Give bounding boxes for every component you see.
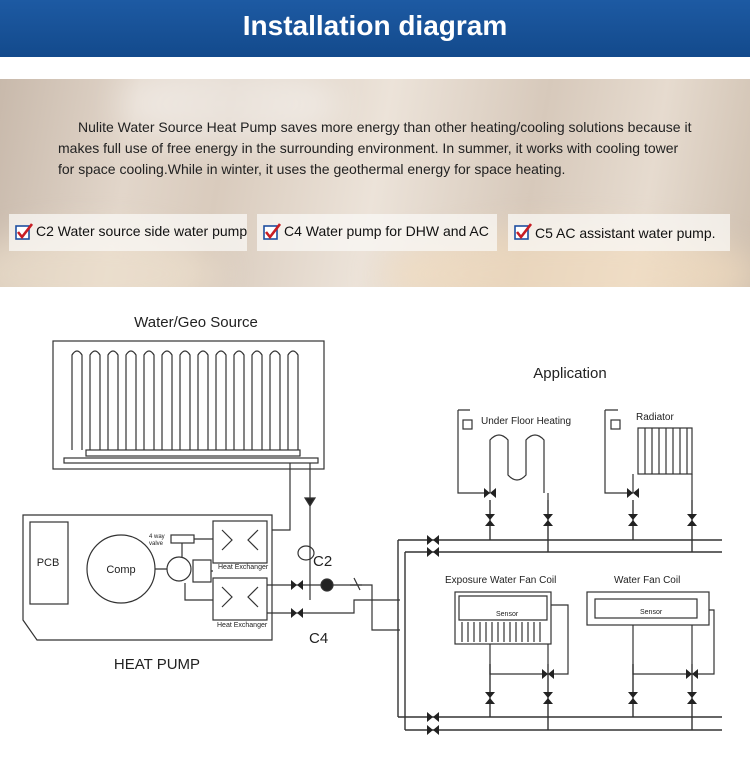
page-title: Installation diagram <box>242 10 508 41</box>
sensor-label: Sensor <box>640 609 663 616</box>
compressor-label: Comp <box>106 564 135 576</box>
heat-exchanger-label: Heat Exchanger <box>217 622 268 629</box>
exposure-fan-coil-label: Exposure Water Fan Coil <box>445 575 556 586</box>
under-floor-heating <box>457 409 549 500</box>
legend-item-c5: C5 AC assistant water pump. <box>508 214 730 251</box>
c2-label: C2 <box>313 553 332 570</box>
checkbox-checked-icon <box>514 223 532 240</box>
heat-pump-title: HEAT PUMP <box>114 656 200 673</box>
radiator-label: Radiator <box>636 412 674 423</box>
legend-item-c2: C2 Water source side water pump <box>9 214 247 251</box>
exposure-fan-coil <box>454 591 569 675</box>
geo-source-tank <box>52 340 325 470</box>
installation-diagram: Water/Geo Source PCB Comp 4 way valve He… <box>22 314 722 735</box>
checkbox-checked-icon <box>15 223 33 240</box>
intro-banner: Nulite Water Source Heat Pump saves more… <box>0 79 750 287</box>
heat-pump-unit <box>22 514 273 641</box>
radiator <box>604 409 693 500</box>
application-title: Application <box>533 365 606 382</box>
under-floor-label: Under Floor Heating <box>481 416 571 427</box>
banner-glow <box>120 79 340 149</box>
pcb-label: PCB <box>37 557 60 569</box>
valve-label: valve <box>149 541 164 547</box>
valve-label: 4 way <box>149 534 165 540</box>
main-headers <box>397 500 722 731</box>
checkbox-checked-icon <box>263 223 281 240</box>
water-fan-coil <box>586 591 715 675</box>
heat-exchanger-label: Heat Exchanger <box>218 564 269 571</box>
header-bar: Installation diagram <box>0 0 750 57</box>
legend-label: C4 Water pump for DHW and AC <box>284 223 489 239</box>
legend-label: C5 AC assistant water pump. <box>535 225 716 241</box>
water-fan-coil-label: Water Fan Coil <box>614 575 680 586</box>
source-title: Water/Geo Source <box>134 314 258 331</box>
legend-item-c4: C4 Water pump for DHW and AC <box>257 214 497 251</box>
intro-text: Nulite Water Source Heat Pump saves more… <box>58 119 692 177</box>
source-pipework <box>267 463 400 631</box>
legend-label: C2 Water source side water pump <box>36 223 248 239</box>
c4-label: C4 <box>309 630 328 647</box>
sensor-label: Sensor <box>496 611 519 618</box>
